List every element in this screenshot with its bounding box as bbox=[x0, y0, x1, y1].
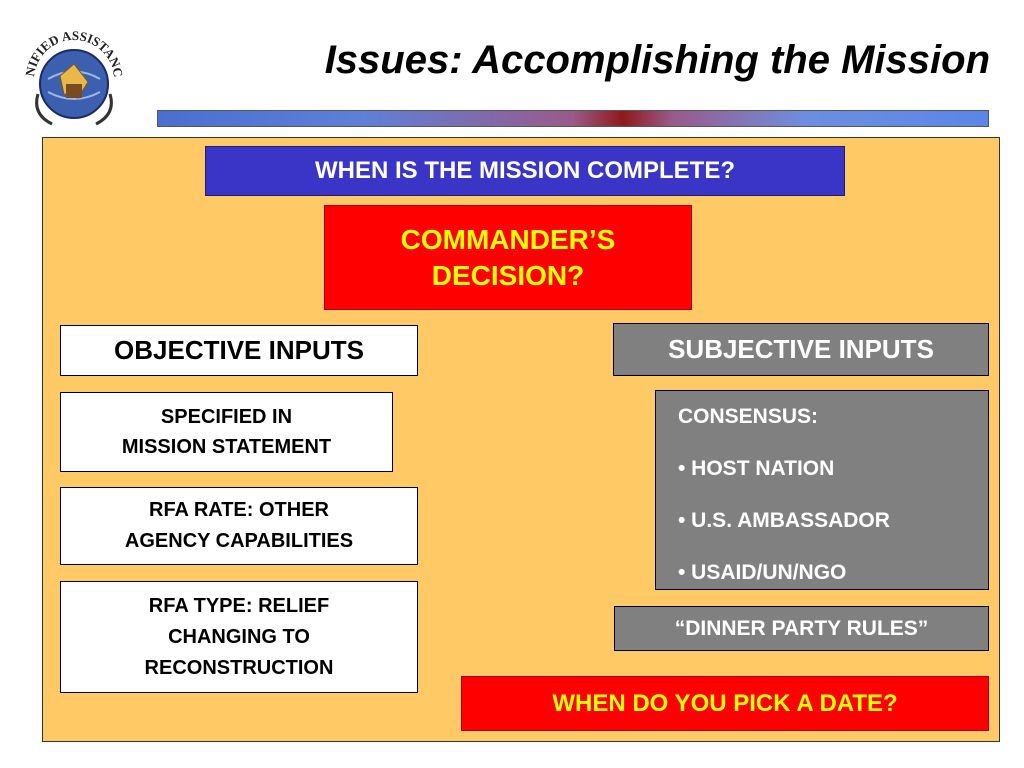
objective-item-line: AGENCY CAPABILITIES bbox=[124, 530, 354, 552]
consensus-box: CONSENSUS: • HOST NATION • U.S. AMBASSAD… bbox=[655, 390, 989, 590]
pick-date-text: WHEN DO YOU PICK A DATE? bbox=[552, 689, 898, 717]
objective-item-line: RFA TYPE: RELIEF bbox=[148, 594, 330, 617]
objective-inputs-header: OBJECTIVE INPUTS bbox=[60, 325, 418, 376]
dinner-party-rules-box: “DINNER PARTY RULES” bbox=[614, 606, 989, 651]
decision-line-1: COMMANDER’S bbox=[400, 223, 616, 255]
objective-item-line: MISSION STATEMENT bbox=[121, 436, 332, 458]
objective-item-specified: SPECIFIED IN MISSION STATEMENT bbox=[60, 392, 393, 472]
objective-header-text: OBJECTIVE INPUTS bbox=[114, 335, 364, 365]
mission-complete-text: WHEN IS THE MISSION COMPLETE? bbox=[314, 157, 735, 184]
consensus-item-host-nation: • HOST NATION bbox=[678, 457, 835, 480]
objective-item-rfa-rate: RFA RATE: OTHER AGENCY CAPABILITIES bbox=[60, 487, 418, 565]
objective-item-line: RFA RATE: OTHER bbox=[149, 499, 329, 521]
page-title: Issues: Accomplishing the Mission bbox=[324, 38, 990, 82]
objective-item-rfa-type: RFA TYPE: RELIEF CHANGING TO RECONSTRUCT… bbox=[60, 581, 418, 693]
mission-complete-question: WHEN IS THE MISSION COMPLETE? bbox=[205, 146, 845, 196]
objective-item-line: RECONSTRUCTION bbox=[144, 656, 334, 679]
title-divider-bar bbox=[157, 110, 989, 127]
dinner-party-rules-text: “DINNER PARTY RULES” bbox=[674, 616, 929, 640]
pick-date-question: WHEN DO YOU PICK A DATE? bbox=[461, 676, 989, 731]
commanders-decision-box: COMMANDER’S DECISION? bbox=[324, 205, 692, 310]
subjective-header-text: SUBJECTIVE INPUTS bbox=[668, 334, 934, 364]
objective-item-line: CHANGING TO bbox=[168, 625, 310, 648]
consensus-label: CONSENSUS: bbox=[678, 405, 819, 428]
consensus-item-usaid: • USAID/UN/NGO bbox=[678, 561, 847, 584]
objective-item-line: SPECIFIED IN bbox=[160, 406, 293, 428]
decision-line-2: DECISION? bbox=[431, 259, 585, 291]
unified-assistance-logo: UNIFIED ASSISTANCE bbox=[13, 12, 130, 136]
consensus-item-ambassador: • U.S. AMBASSADOR bbox=[678, 509, 890, 532]
subjective-inputs-header: SUBJECTIVE INPUTS bbox=[613, 323, 989, 376]
